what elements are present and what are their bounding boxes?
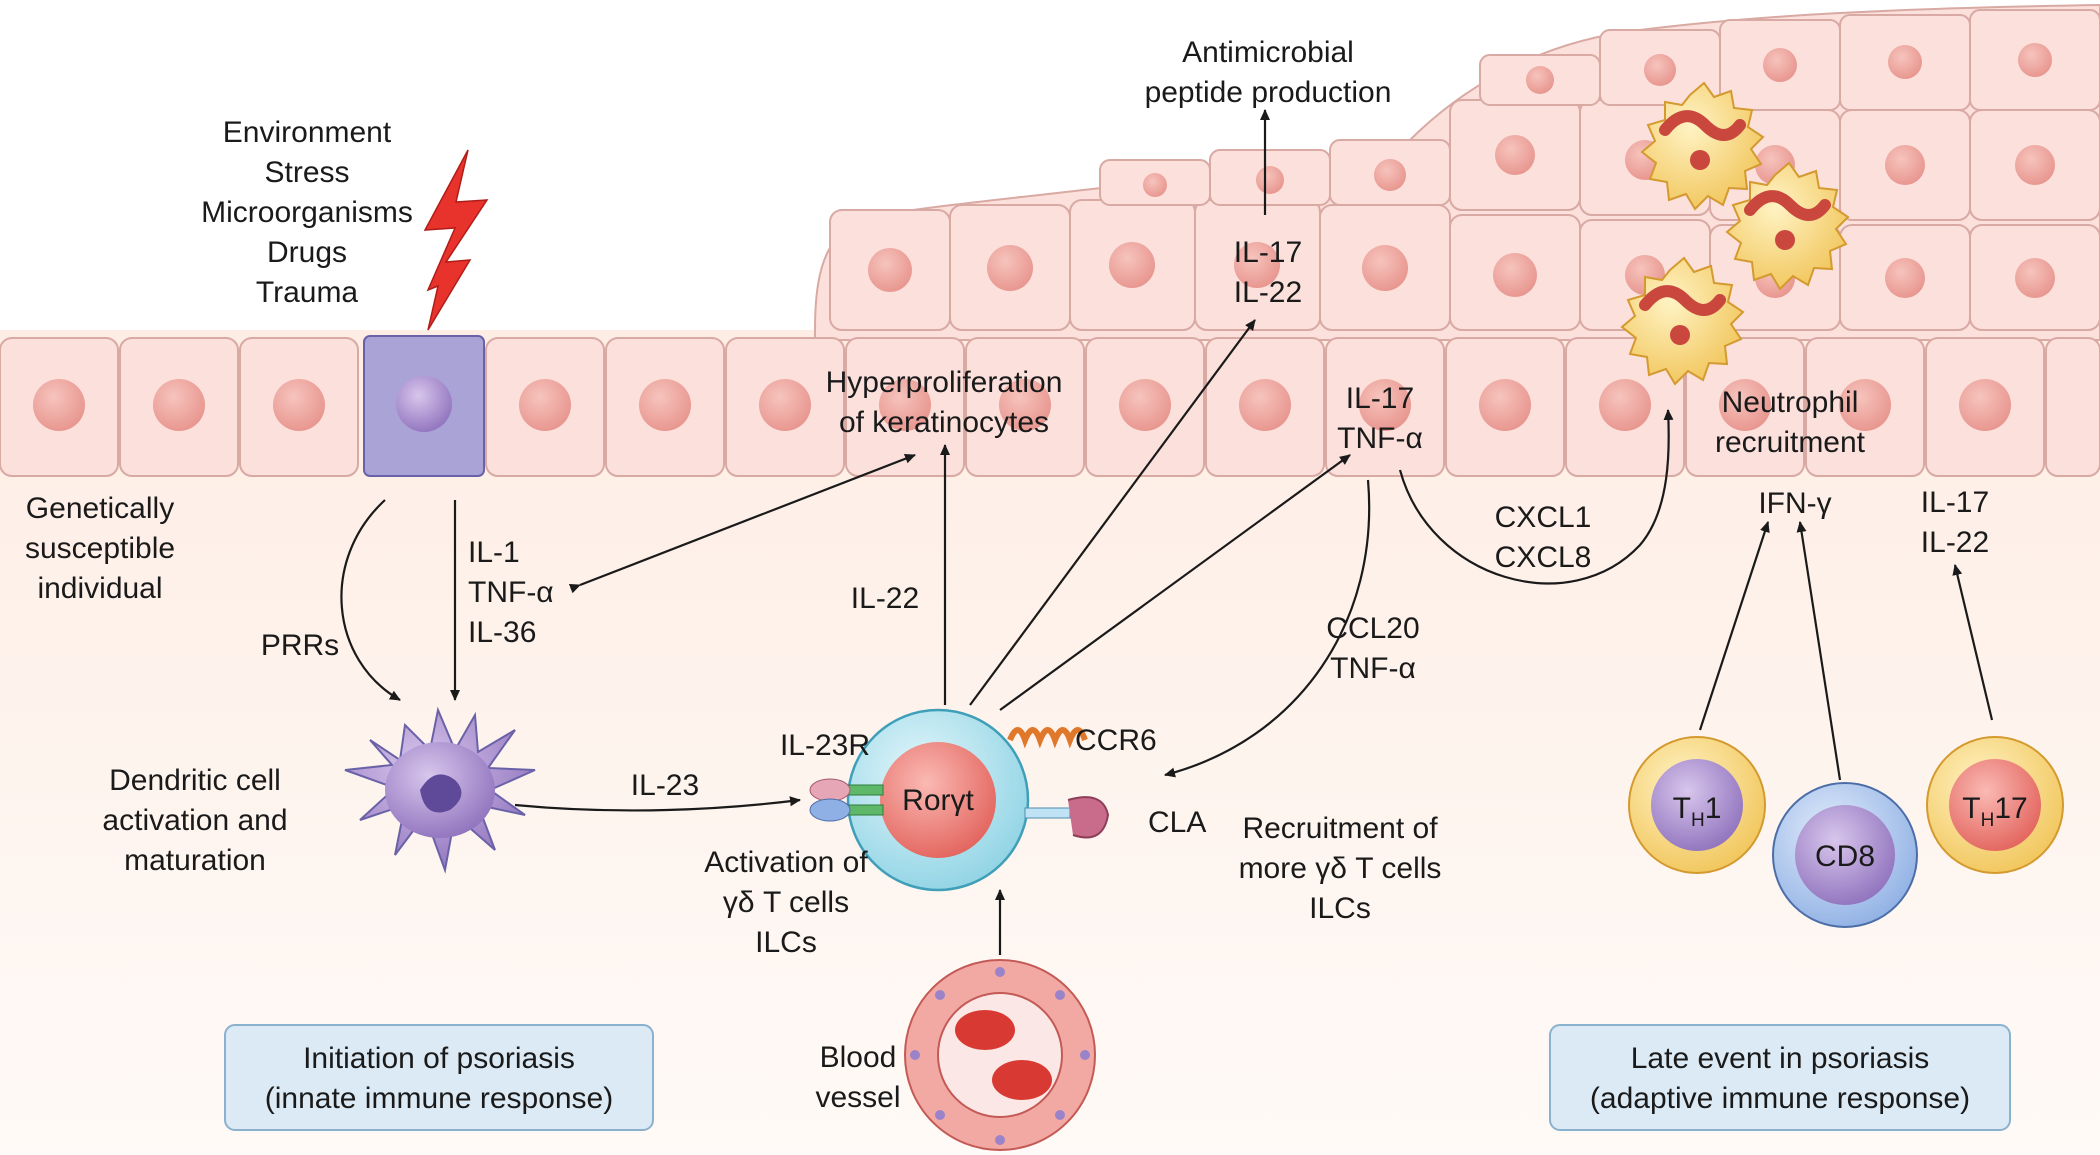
cla-label: CLA	[1148, 806, 1206, 839]
th1-cell	[1628, 736, 1766, 874]
innate-response-box	[224, 1024, 654, 1131]
trigger-stress: Stress	[264, 156, 349, 189]
adaptive-response-box	[1549, 1024, 2011, 1131]
basal-keratinocyte-nuclei	[33, 379, 2011, 431]
svg-text:ILCs: ILCs	[755, 926, 817, 959]
roryt-label: Rorγt	[902, 784, 974, 817]
svg-text:vessel: vessel	[815, 1081, 900, 1114]
il17-il22-upper-label: IL-17 IL-22	[1234, 236, 1302, 309]
ccr6-receptor	[1007, 727, 1088, 749]
svg-text:Recruitment of: Recruitment of	[1242, 812, 1438, 845]
il22-label: IL-22	[851, 582, 919, 615]
svg-text:IL-22: IL-22	[1234, 276, 1302, 309]
il23r-label: IL-23R	[780, 729, 870, 762]
trigger-labels: Environment Stress Microorganisms Drugs …	[201, 116, 413, 309]
genetic-label: Genetically susceptible individual	[25, 492, 175, 605]
svg-text:Initiation of psoriasis: Initiation of psoriasis	[303, 1042, 575, 1075]
svg-text:Activation of: Activation of	[704, 846, 868, 879]
il17-tnf-label: IL-17 TNF-α	[1337, 382, 1423, 455]
cd8-label: CD8	[1815, 840, 1875, 873]
svg-text:(adaptive immune response): (adaptive immune response)	[1590, 1082, 1970, 1115]
svg-text:susceptible: susceptible	[25, 532, 175, 565]
activation-label: Activation of γδ T cells ILCs	[704, 846, 868, 959]
hyperproliferation-label: Hyperproliferation of keratinocytes	[826, 366, 1063, 439]
innate-box-text: Initiation of psoriasis (innate immune r…	[265, 1042, 614, 1115]
svg-text:CXCL1: CXCL1	[1495, 501, 1592, 534]
antimicrobial-label: Antimicrobial peptide production	[1145, 36, 1392, 109]
svg-text:Genetically: Genetically	[26, 492, 174, 525]
svg-text:TNF-α: TNF-α	[468, 576, 554, 609]
cla-receptor	[1024, 796, 1110, 839]
svg-text:IL-17: IL-17	[1346, 382, 1414, 415]
il17-il22-right-label: IL-17 IL-22	[1921, 486, 1989, 559]
cd8-cell	[1772, 782, 1918, 928]
gamma-delta-t-cell	[846, 708, 1030, 892]
damaged-keratinocyte-nucleus	[396, 376, 452, 432]
cxcl-label: CXCL1 CXCL8	[1495, 501, 1592, 574]
neutrophil-recruitment-label: Neutrophil recruitment	[1715, 386, 1866, 459]
adaptive-box-text: Late event in psoriasis (adaptive immune…	[1590, 1042, 1970, 1115]
dendritic-cell-label: Dendritic cell activation and maturation	[102, 764, 287, 877]
svg-text:(innate immune response): (innate immune response)	[265, 1082, 614, 1115]
th17-cell	[1926, 736, 2064, 874]
svg-text:CCL20: CCL20	[1326, 612, 1419, 645]
svg-text:maturation: maturation	[124, 844, 266, 877]
trigger-drugs: Drugs	[267, 236, 347, 269]
neutrophil-2	[1725, 161, 1850, 291]
svg-text:ILCs: ILCs	[1309, 892, 1371, 925]
svg-text:recruitment: recruitment	[1715, 426, 1866, 459]
svg-text:IL-36: IL-36	[468, 616, 536, 649]
blood-vessel-label: Blood vessel	[815, 1041, 900, 1114]
svg-text:IL-1: IL-1	[468, 536, 520, 569]
svg-text:more γδ T cells: more γδ T cells	[1239, 852, 1442, 885]
trigger-microorganisms: Microorganisms	[201, 196, 413, 229]
ifng-label: IFN-γ	[1758, 487, 1831, 520]
svg-text:Late event in psoriasis: Late event in psoriasis	[1631, 1042, 1930, 1075]
neutrophil-3	[1620, 256, 1745, 386]
dendritic-cell	[344, 706, 536, 874]
trigger-trauma: Trauma	[256, 276, 359, 309]
svg-text:IL-17: IL-17	[1921, 486, 1989, 519]
th1-label: TH1	[1673, 792, 1722, 831]
prrs-label: PRRs	[261, 629, 339, 662]
svg-text:CXCL8: CXCL8	[1495, 541, 1592, 574]
il23-label: IL-23	[631, 769, 699, 802]
trigger-environment: Environment	[223, 116, 392, 149]
svg-text:Dendritic cell: Dendritic cell	[109, 764, 281, 797]
neutrophil-1	[1640, 81, 1765, 211]
svg-text:IL-17: IL-17	[1234, 236, 1302, 269]
recruitment-label: Recruitment of more γδ T cells ILCs	[1239, 812, 1442, 925]
lightning-bolt-icon	[423, 149, 489, 331]
th17-label: TH17	[1962, 792, 2027, 831]
svg-text:Blood: Blood	[820, 1041, 897, 1074]
svg-text:peptide production: peptide production	[1145, 76, 1392, 109]
arrows	[340, 109, 1994, 955]
svg-text:TNF-α: TNF-α	[1330, 652, 1416, 685]
svg-text:Hyperproliferation: Hyperproliferation	[826, 366, 1063, 399]
ccl20-label: CCL20 TNF-α	[1326, 612, 1419, 685]
svg-text:individual: individual	[37, 572, 162, 605]
svg-text:Neutrophil: Neutrophil	[1722, 386, 1859, 419]
svg-text:γδ T cells: γδ T cells	[723, 886, 849, 919]
svg-text:IL-22: IL-22	[1921, 526, 1989, 559]
svg-text:activation and: activation and	[102, 804, 287, 837]
innate-cytokines-label: IL-1 TNF-α IL-36	[468, 536, 554, 649]
svg-text:Antimicrobial: Antimicrobial	[1182, 36, 1354, 69]
ccr6-label: CCR6	[1075, 724, 1157, 757]
svg-text:TNF-α: TNF-α	[1337, 422, 1423, 455]
blood-vessel	[904, 959, 1096, 1151]
il23r-receptor	[809, 778, 884, 822]
svg-text:of keratinocytes: of keratinocytes	[839, 406, 1049, 439]
